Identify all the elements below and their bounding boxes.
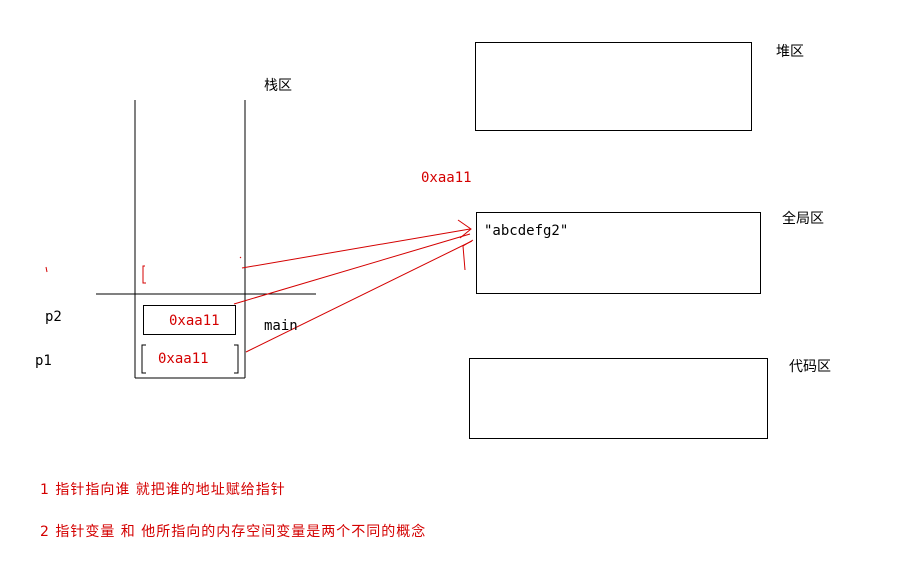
p1-label: p1 <box>35 353 52 369</box>
p1-right-bracket <box>234 344 239 374</box>
global-title: 全局区 <box>782 211 824 227</box>
stack-title: 栈区 <box>264 78 292 94</box>
p2-value: 0xaa11 <box>169 313 220 329</box>
p2-cell: 0xaa11 <box>143 305 236 335</box>
heap-box <box>475 42 752 131</box>
note-2: 2 指针变量 和 他所指向的内存空间变量是两个不同的概念 <box>40 524 427 540</box>
p1-left-bracket <box>141 344 146 374</box>
p1-value: 0xaa11 <box>158 351 209 367</box>
red-dot-mark <box>239 256 242 259</box>
main-frame-label: main <box>264 318 298 334</box>
arrow-line-top <box>241 228 471 269</box>
red-bracket-mark <box>142 265 146 284</box>
arrow-line-p1 <box>245 240 473 353</box>
floating-address: 0xaa11 <box>421 170 472 186</box>
note-1: 1 指针指向谁 就把谁的地址赋给指针 <box>40 482 286 498</box>
global-box: "abcdefg2" <box>476 212 761 294</box>
red-tick-mark <box>45 266 48 273</box>
p1-cell: 0xaa11 <box>146 345 234 373</box>
heap-title: 堆区 <box>776 44 804 60</box>
p2-label: p2 <box>45 309 62 325</box>
global-string: "abcdefg2" <box>484 223 569 239</box>
arrow-line-p2 <box>233 233 471 305</box>
arrow-head-top <box>457 219 472 239</box>
code-title: 代码区 <box>789 359 831 375</box>
code-box <box>469 358 768 439</box>
arrow-head-p1 <box>462 239 474 271</box>
